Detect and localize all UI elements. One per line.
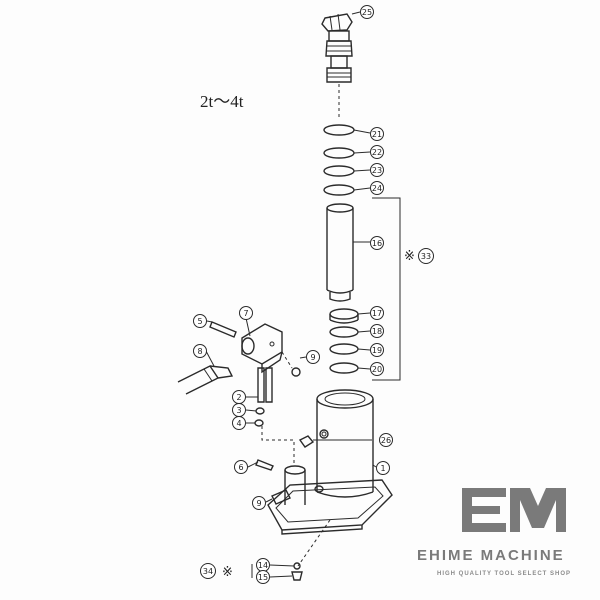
svg-text:4: 4 xyxy=(236,419,241,428)
ehime-machine-logo: EHIME MACHINE HIGH QUALITY TOOL SELECT S… xyxy=(417,488,571,577)
svg-text:14: 14 xyxy=(258,561,268,570)
part-label-15: 15 xyxy=(256,570,270,584)
pump-handle-socket xyxy=(241,323,283,374)
svg-text:24: 24 xyxy=(372,184,382,193)
jack-body xyxy=(316,389,374,498)
part-label-21: 21 xyxy=(370,127,384,141)
part-label-3: 3 xyxy=(232,403,246,417)
svg-text:17: 17 xyxy=(372,309,382,318)
ring-22 xyxy=(323,147,355,159)
svg-text:23: 23 xyxy=(372,166,382,175)
piston-rings xyxy=(329,308,359,374)
part-label-7: 7 xyxy=(239,306,253,320)
capacity-title: 2t〜4t xyxy=(200,92,244,111)
part-label-4: 4 xyxy=(232,416,246,430)
part-label-9-upper: 9 xyxy=(306,350,320,364)
ball-14 xyxy=(293,562,301,570)
part-label-2: 2 xyxy=(232,390,246,404)
svg-text:26: 26 xyxy=(381,436,391,445)
svg-text:18: 18 xyxy=(372,327,382,336)
svg-text:6: 6 xyxy=(238,463,243,472)
release-screw-assembly xyxy=(321,13,353,118)
svg-text:1: 1 xyxy=(380,464,385,473)
svg-text:15: 15 xyxy=(258,573,268,582)
part-label-23: 23 xyxy=(370,163,384,177)
part-label-18: 18 xyxy=(370,324,384,338)
kit-group-33-label: ※ 33 xyxy=(404,248,434,264)
svg-text:34: 34 xyxy=(203,567,213,576)
part-label-16: 16 xyxy=(370,236,384,250)
svg-text:22: 22 xyxy=(372,148,382,157)
part-label-24: 24 xyxy=(370,181,384,195)
svg-text:2: 2 xyxy=(236,393,241,402)
svg-text:33: 33 xyxy=(421,252,431,261)
svg-text:5: 5 xyxy=(197,317,202,326)
part-label-25: 25 xyxy=(360,5,374,19)
group-33-bracket xyxy=(372,197,401,381)
kit-group-34-label: 34 ※ xyxy=(200,563,233,580)
svg-text:※: ※ xyxy=(404,249,415,264)
link-2 xyxy=(257,367,273,403)
ram-cylinder xyxy=(326,203,354,302)
pin-5 xyxy=(209,321,237,338)
spring-15 xyxy=(291,571,303,581)
svg-text:25: 25 xyxy=(362,8,372,17)
logo-tagline: HIGH QUALITY TOOL SELECT SHOP xyxy=(437,571,571,577)
svg-text:7: 7 xyxy=(243,309,248,318)
part-label-19: 19 xyxy=(370,343,384,357)
ring-23 xyxy=(323,165,355,177)
handle-8 xyxy=(177,365,234,395)
part-label-6: 6 xyxy=(234,460,248,474)
leader-lines xyxy=(205,11,377,578)
clip-9-upper xyxy=(291,367,301,377)
pin-6 xyxy=(255,459,274,471)
ring-3 xyxy=(255,407,265,415)
svg-text:21: 21 xyxy=(372,130,382,139)
part-label-1: 1 xyxy=(376,461,390,475)
svg-text:※: ※ xyxy=(222,565,233,580)
part-label-20: 20 xyxy=(370,362,384,376)
em-logo-mark xyxy=(462,488,566,532)
svg-text:3: 3 xyxy=(236,406,241,415)
part-label-17: 17 xyxy=(370,306,384,320)
part-label-22: 22 xyxy=(370,145,384,159)
ring-21 xyxy=(323,124,355,136)
part-label-26: 26 xyxy=(379,433,393,447)
svg-text:19: 19 xyxy=(372,346,382,355)
part-label-5: 5 xyxy=(193,314,207,328)
ring-4 xyxy=(254,419,264,427)
part-label-14: 14 xyxy=(256,558,270,572)
plug-26 xyxy=(298,435,372,448)
part-label-9-lower: 9 xyxy=(252,496,266,510)
svg-text:9: 9 xyxy=(256,499,261,508)
part-label-8: 8 xyxy=(193,344,207,358)
logo-brand-name: EHIME MACHINE xyxy=(417,547,565,564)
clip-9-lower xyxy=(271,489,291,505)
svg-text:16: 16 xyxy=(372,239,382,248)
ring-24 xyxy=(323,184,355,196)
svg-text:8: 8 xyxy=(197,347,202,356)
svg-text:9: 9 xyxy=(310,353,315,362)
svg-text:20: 20 xyxy=(372,365,382,374)
